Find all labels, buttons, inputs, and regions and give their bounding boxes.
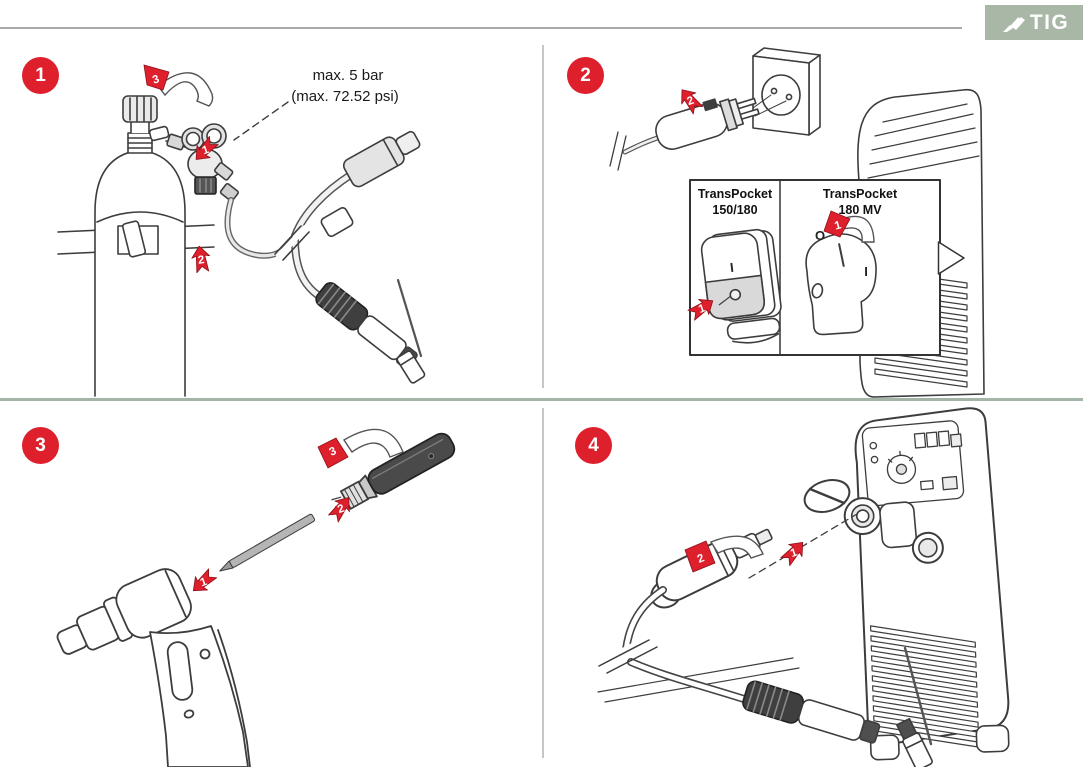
rotary-on-mark: I xyxy=(864,264,868,279)
machine-foot-right xyxy=(975,724,1010,753)
pressure-note-line2: (max. 72.52 psi) xyxy=(291,88,399,105)
svg-text:2: 2 xyxy=(336,503,346,516)
panel-4-illustration: 2 1 xyxy=(597,407,1010,767)
rocker-step-arrow: 1 xyxy=(685,292,719,324)
left-box-title-line1: TransPocket xyxy=(698,187,773,201)
plug-step-arrow: 2 xyxy=(674,83,706,117)
panel-4-number-badge: 4 xyxy=(575,427,612,464)
svg-text:2: 2 xyxy=(686,95,696,108)
machine-foot-left xyxy=(869,734,900,761)
torch-head xyxy=(56,568,192,655)
svg-text:2: 2 xyxy=(197,254,205,267)
step-arrow-1: 1 xyxy=(186,566,220,598)
svg-text:1: 1 xyxy=(199,576,210,590)
column-divider-bottom xyxy=(542,408,544,758)
svg-text:1: 1 xyxy=(789,546,800,560)
rotary-off-mark: O xyxy=(815,228,825,243)
torch-connector xyxy=(342,130,421,188)
cylinder-strap-buckle xyxy=(117,220,159,258)
control-panel xyxy=(861,420,965,507)
dust-cap xyxy=(803,479,851,513)
panel-2-number-badge: 2 xyxy=(567,57,604,94)
rotary-step-arrow: 1 xyxy=(823,210,875,243)
welding-torch-icon xyxy=(1002,16,1025,32)
svg-text:1: 1 xyxy=(697,302,708,316)
top-rule xyxy=(0,27,962,29)
rocker-power-switch xyxy=(700,228,782,344)
svg-text:1: 1 xyxy=(201,144,212,158)
right-box-title-line2: 180 MV xyxy=(838,203,882,217)
torch-body xyxy=(149,625,251,767)
power-source-machine xyxy=(843,407,1010,761)
gas-cylinder xyxy=(94,95,186,397)
svg-text:3: 3 xyxy=(151,73,161,86)
svg-text:2: 2 xyxy=(696,552,706,566)
section-divider xyxy=(0,398,1083,401)
pressure-regulator xyxy=(165,123,234,195)
tungsten-electrode xyxy=(219,513,316,572)
pressure-note-leader xyxy=(233,101,289,141)
wall-socket xyxy=(752,47,821,136)
rotate-step-arrow: 2 xyxy=(684,535,764,573)
rotary-power-switch xyxy=(805,233,877,336)
tig-torch xyxy=(315,278,426,384)
step-arrow-2: 2 xyxy=(189,244,213,274)
mains-cable xyxy=(609,129,666,171)
right-box-title-line1: TransPocket xyxy=(823,187,898,201)
inset-pointer xyxy=(937,241,965,275)
left-box-title-line2: 150/180 xyxy=(712,203,757,217)
svg-text:1: 1 xyxy=(833,219,843,232)
svg-text:3: 3 xyxy=(328,445,339,459)
torch-back-cap xyxy=(331,432,456,510)
pressure-note-line1: max. 5 bar xyxy=(313,67,384,84)
torch-cable xyxy=(274,170,356,312)
step-arrow-3: 3 xyxy=(317,428,404,469)
tig-label: TIG xyxy=(1029,10,1070,34)
panel-3-illustration: 3 2 1 xyxy=(56,428,456,767)
panel-2-illustration: TransPocket 150/180 TransPocket 180 MV I… xyxy=(609,47,985,398)
torch-socket xyxy=(843,497,882,536)
step-arrow-3: 3 xyxy=(143,64,214,107)
insert-step-arrow: 1 xyxy=(778,535,810,569)
torch-cable-connector xyxy=(650,528,773,609)
column-divider-top xyxy=(542,45,544,388)
panel-1-illustration: max. 5 bar (max. 72.52 psi) 3 1 2 xyxy=(57,64,426,397)
mains-plug xyxy=(655,97,760,150)
ground-socket xyxy=(911,531,944,564)
center-port xyxy=(879,501,917,549)
cylinder-valve-knob xyxy=(122,95,158,123)
panel-3-number-badge: 3 xyxy=(22,427,59,464)
step-arrow-2: 2 xyxy=(325,491,357,525)
rocker-on-mark: I xyxy=(729,260,734,275)
insert-leader xyxy=(748,513,858,579)
step-arrow-1: 1 xyxy=(189,133,221,167)
torch-cable xyxy=(598,586,751,704)
tig-torch xyxy=(742,646,933,767)
panel-1-number-badge: 1 xyxy=(22,57,59,94)
tig-category-badge: TIG xyxy=(985,5,1083,40)
